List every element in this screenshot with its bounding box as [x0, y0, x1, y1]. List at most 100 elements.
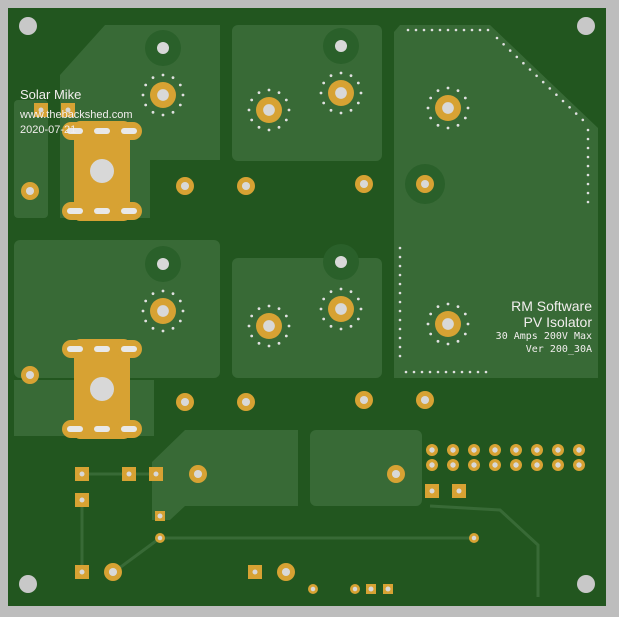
- via: [284, 98, 288, 102]
- via: [429, 332, 433, 336]
- drill-hole: [513, 447, 519, 453]
- via: [561, 99, 565, 103]
- via: [284, 334, 288, 338]
- via: [436, 370, 440, 374]
- drill-hole: [180, 181, 190, 191]
- via: [349, 290, 353, 294]
- drill-hole: [492, 447, 498, 453]
- via: [171, 292, 175, 296]
- drill-hole: [352, 586, 358, 592]
- via: [267, 88, 271, 92]
- via: [349, 74, 353, 78]
- drill-hole: [281, 567, 291, 577]
- via: [322, 317, 326, 321]
- via: [429, 116, 433, 120]
- via: [141, 309, 145, 313]
- pin-slot: [67, 426, 83, 432]
- via: [502, 43, 505, 46]
- via: [398, 318, 402, 322]
- pin-slot: [94, 208, 110, 214]
- via: [522, 61, 525, 65]
- drill-hole: [241, 181, 251, 191]
- via: [456, 89, 460, 93]
- drill-hole: [513, 462, 519, 468]
- via: [178, 83, 182, 87]
- drill-hole: [555, 462, 561, 468]
- via: [574, 112, 578, 115]
- via: [586, 128, 590, 132]
- drill-hole: [126, 471, 132, 477]
- via: [436, 305, 440, 309]
- via: [171, 110, 175, 114]
- via: [161, 73, 165, 77]
- via: [277, 341, 281, 345]
- drill-hole: [79, 497, 85, 503]
- via: [515, 55, 519, 59]
- silk-version: Ver 200_30A: [525, 344, 592, 355]
- drill-hole: [420, 395, 430, 405]
- drill-hole: [157, 89, 169, 101]
- via: [508, 49, 512, 52]
- drill-hole: [471, 462, 477, 468]
- pin-slot: [67, 128, 83, 134]
- drill-hole: [153, 471, 159, 477]
- via: [284, 314, 288, 318]
- via: [456, 339, 460, 343]
- drill-hole: [391, 469, 401, 479]
- pin-slot: [121, 128, 137, 134]
- via: [356, 81, 360, 85]
- drill-hole: [576, 462, 582, 468]
- via: [446, 86, 450, 90]
- pin-slot: [94, 128, 110, 134]
- via: [151, 76, 155, 80]
- via: [446, 126, 450, 130]
- drill-hole: [38, 107, 44, 113]
- via: [257, 125, 261, 129]
- drill-hole: [65, 107, 71, 113]
- via: [555, 93, 558, 96]
- via: [398, 300, 402, 304]
- via: [151, 326, 155, 330]
- drill-hole: [429, 462, 435, 468]
- drill-hole: [263, 104, 275, 116]
- via: [398, 327, 402, 331]
- via: [586, 173, 590, 177]
- via: [586, 146, 590, 150]
- via: [586, 182, 590, 186]
- via: [581, 118, 585, 122]
- via: [250, 98, 254, 102]
- via: [446, 302, 450, 306]
- drill-hole: [534, 447, 540, 453]
- via: [484, 370, 488, 374]
- via: [257, 341, 261, 345]
- via: [476, 370, 480, 374]
- via: [398, 282, 402, 286]
- via: [161, 329, 165, 333]
- drill-hole: [456, 488, 462, 494]
- via: [247, 108, 251, 112]
- via: [568, 106, 571, 109]
- via: [287, 324, 291, 328]
- via: [398, 354, 402, 358]
- drill-hole: [263, 320, 275, 332]
- via: [329, 290, 333, 294]
- via: [456, 123, 460, 127]
- via: [319, 91, 323, 95]
- via: [495, 36, 499, 40]
- via: [398, 345, 402, 349]
- via: [429, 96, 433, 100]
- drill-hole: [471, 447, 477, 453]
- via: [446, 342, 450, 346]
- drill-hole: [335, 303, 347, 315]
- via: [398, 291, 402, 295]
- via: [436, 123, 440, 127]
- via: [398, 246, 402, 250]
- via: [178, 103, 182, 107]
- via: [267, 344, 271, 348]
- via: [404, 370, 408, 374]
- via: [414, 28, 418, 32]
- drill-hole: [450, 462, 456, 468]
- via: [339, 287, 343, 291]
- silk-rating: 30 Amps 200V Max: [495, 331, 592, 342]
